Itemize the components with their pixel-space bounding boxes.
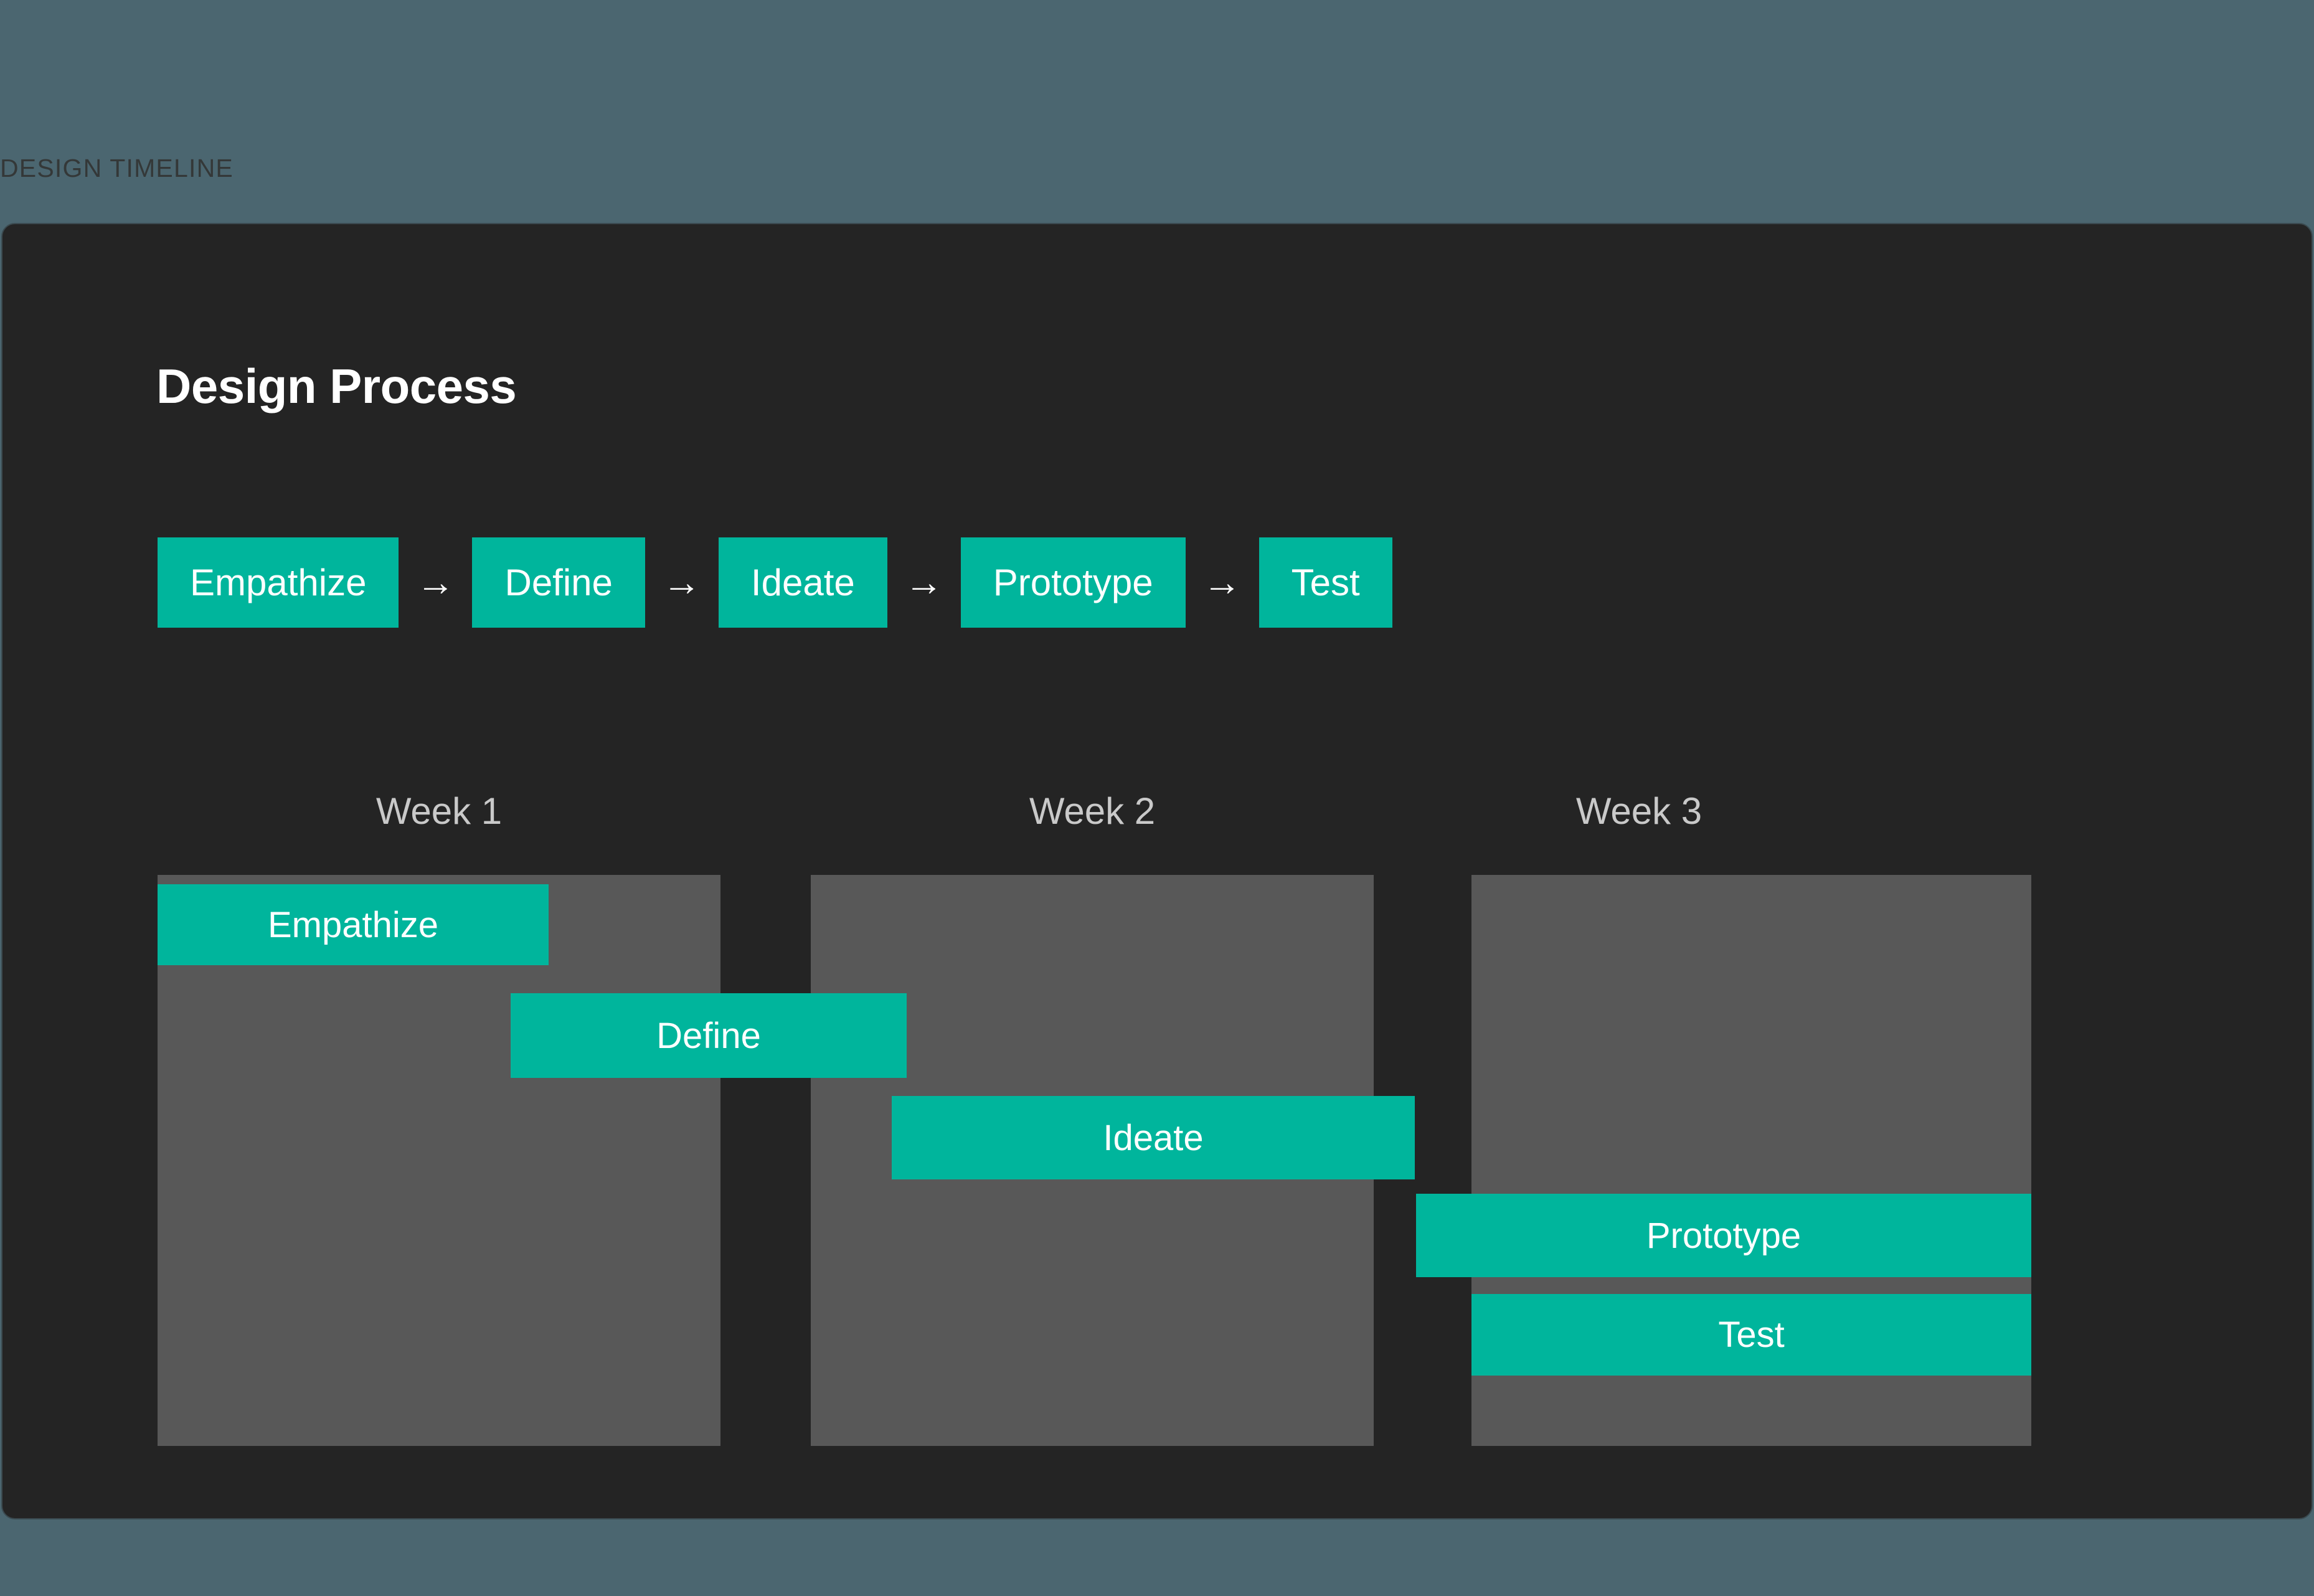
gantt-column-week-1	[158, 875, 720, 1446]
week-label-2: Week 2	[1029, 790, 1156, 832]
gantt-bar-prototype[interactable]: Prototype	[1416, 1194, 2031, 1277]
page-title: Design Process	[156, 359, 517, 413]
gantt-bar-ideate[interactable]: Ideate	[892, 1096, 1415, 1179]
gantt-bar-define[interactable]: Define	[511, 993, 907, 1078]
week-label-1: Week 1	[375, 790, 503, 832]
process-step-define[interactable]: Define	[472, 537, 645, 628]
process-step-ideate[interactable]: Ideate	[718, 537, 887, 628]
arrow-right-icon: →	[1202, 560, 1242, 604]
arrow-right-icon: →	[416, 560, 455, 604]
gantt-bar-test[interactable]: Test	[1471, 1294, 2031, 1376]
section-label: DESIGN TIMELINE	[0, 154, 234, 182]
week-label-3: Week 3	[1575, 790, 1702, 832]
process-step-test[interactable]: Test	[1259, 537, 1392, 628]
arrow-right-icon: →	[904, 560, 943, 604]
process-step-prototype[interactable]: Prototype	[960, 537, 1186, 628]
process-step-empathize[interactable]: Empathize	[158, 537, 399, 628]
process-flow: Empathize → Define → Ideate → Prototype → Test	[158, 537, 1392, 628]
arrow-right-icon: →	[662, 560, 701, 604]
gantt-bar-empathize[interactable]: Empathize	[158, 884, 549, 965]
